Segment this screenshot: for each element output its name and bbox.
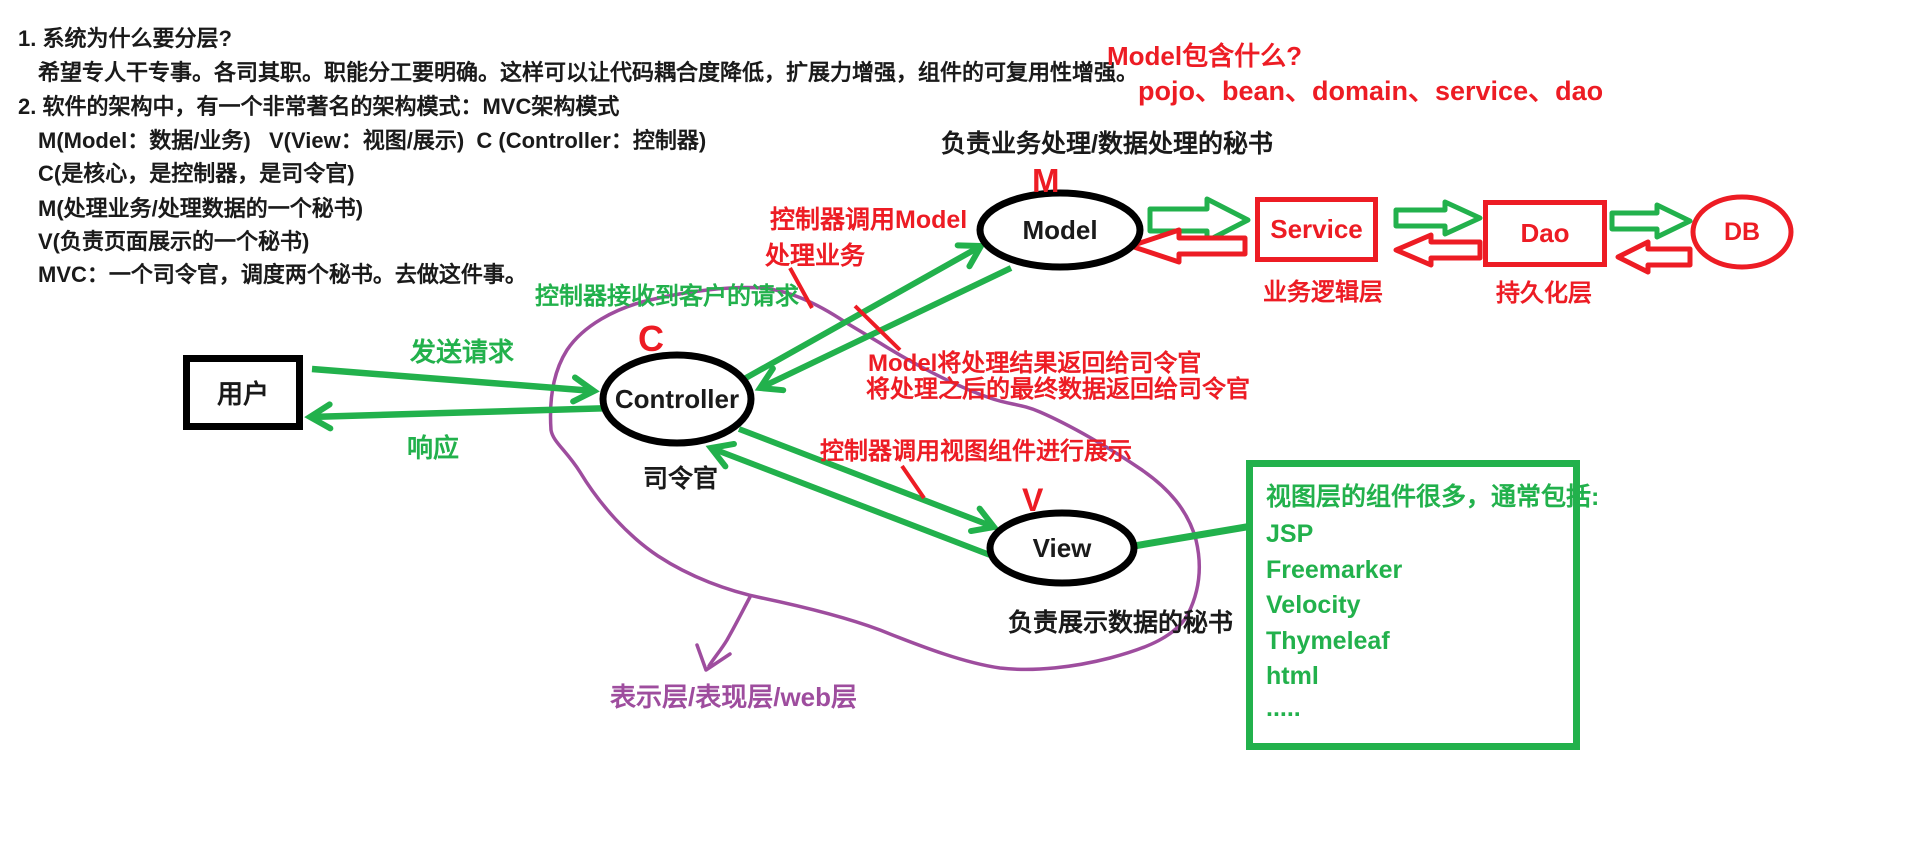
service-label: Service — [1270, 214, 1363, 244]
dao-box: Dao — [1483, 200, 1607, 267]
model-to-controller-arrow — [754, 265, 1013, 394]
call-view-pointer-line — [900, 464, 926, 500]
view-caption: 负责展示数据的秘书 — [1008, 609, 1234, 637]
service-to-dao-block-arrow — [1393, 199, 1483, 237]
model-question-title: Model包含什么? — [1107, 41, 1302, 71]
note-line-8: MVC：一个司令官，调度两个秘书。去做这件事。 — [38, 262, 527, 287]
controller-label: Controller — [614, 383, 740, 414]
call-model-label-1: 控制器调用Model — [770, 206, 968, 234]
model-caption: 负责业务处理/数据处理的秘书 — [941, 130, 1273, 158]
view-component-item-2: Freemarker — [1266, 556, 1403, 584]
service-to-model-block-arrow — [1128, 227, 1248, 265]
presentation-layer-pointer — [707, 595, 752, 668]
service-box: Service — [1255, 197, 1378, 262]
note-line-4: M(Model：数据/业务) V(View：视图/展示) C (Controll… — [38, 128, 707, 153]
view-component-item-4: Thymeleaf — [1266, 627, 1390, 655]
call-model-label-2: 处理业务 — [765, 242, 866, 270]
note-line-2: 希望专人干专事。各司其职。职能分工要明确。这样可以让代码耦合度降低，扩展力增强，… — [38, 60, 1139, 85]
view-ellipse — [986, 509, 1138, 587]
db-label: DB — [1723, 217, 1761, 246]
send-request-label: 发送请求 — [410, 337, 515, 367]
model-return-label-1: Model将处理结果返回给司令官 — [868, 350, 1202, 377]
note-line-6: M(处理业务/处理数据的一个秘书) — [38, 196, 364, 221]
model-question-items: pojo、bean、domain、service、dao — [1138, 76, 1604, 106]
presentation-layer-outline — [548, 285, 1202, 672]
call-view-label: 控制器调用视图组件进行展示 — [820, 438, 1132, 465]
presentation-layer-label: 表示层/表现层/web层 — [610, 682, 858, 712]
send-request-arrow — [311, 365, 600, 405]
model-label: Model — [1022, 214, 1098, 245]
view-component-item-1: JSP — [1266, 520, 1314, 548]
controller-ellipse — [599, 351, 755, 447]
view-component-item-3: Velocity — [1266, 591, 1361, 619]
commander-caption: 司令官 — [643, 465, 719, 493]
dao-label: Dao — [1520, 218, 1570, 248]
note-line-3: 2. 软件的架构中，有一个非常著名的架构模式：MVC架构模式 — [18, 94, 620, 119]
note-line-7: V(负责页面展示的一个秘书) — [38, 229, 310, 254]
controller-letter: C — [638, 318, 664, 359]
note-line-5: C(是核心，是控制器，是司令官) — [38, 161, 355, 186]
receive-request-label: 控制器接收到客户的请求 — [535, 283, 799, 310]
presentation-layer-arrowhead-icon — [695, 643, 732, 672]
view-components-box — [1246, 460, 1580, 750]
view-label: View — [1032, 532, 1092, 563]
service-layer-caption: 业务逻辑层 — [1263, 279, 1383, 306]
model-return-pointer-line — [853, 304, 902, 352]
response-arrow — [304, 401, 615, 432]
dao-to-service-block-arrow — [1393, 232, 1483, 268]
model-return-label-2: 将处理之后的最终数据返回给司令官 — [866, 376, 1250, 403]
response-label: 响应 — [407, 433, 460, 463]
note-line-1: 1. 系统为什么要分层? — [18, 26, 232, 51]
db-to-dao-block-arrow — [1615, 239, 1693, 275]
model-letter: M — [1032, 162, 1060, 199]
user-box: 用户 — [183, 355, 303, 430]
db-ellipse — [1690, 194, 1794, 270]
view-component-item-5: html — [1266, 662, 1319, 690]
view-letter: V — [1022, 482, 1044, 518]
view-component-item-6: ..... — [1266, 694, 1301, 722]
view-components-title: 视图层的组件很多，通常包括: — [1266, 483, 1600, 511]
dao-to-db-block-arrow — [1609, 202, 1693, 240]
view-to-components-line — [1133, 522, 1253, 550]
view-to-controller-arrow — [705, 440, 1005, 563]
call-model-pointer-line — [788, 267, 814, 309]
model-ellipse — [976, 189, 1144, 271]
controller-to-view-arrow — [737, 426, 1000, 535]
dao-layer-caption: 持久化层 — [1496, 280, 1592, 307]
user-label: 用户 — [216, 379, 269, 409]
